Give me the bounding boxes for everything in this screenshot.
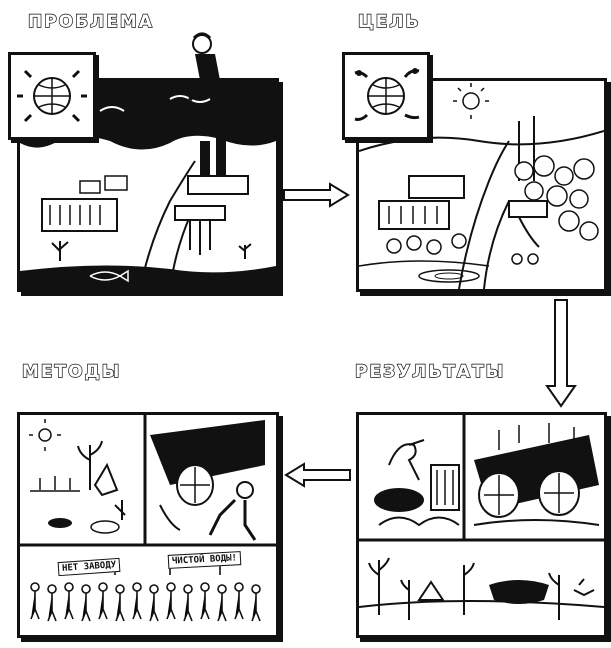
arrow-down-icon [545,299,577,408]
man-figure-icon [188,32,250,104]
clean-landscape-illustration [359,83,604,289]
methods-illustration [20,415,276,622]
panel-results [356,412,607,638]
title-problem: ПРОБЛЕМА [27,11,154,32]
title-methods: МЕТОДЫ [21,361,122,382]
panel-methods: НЕТ ЗАВОДУ ЧИСТОЙ ВОДЫ! [17,412,279,638]
arrow-left-icon [284,462,351,488]
inset-healthy-globe [342,52,430,140]
title-results: РЕЗУЛЬТАТЫ [354,361,506,382]
title-goal: ЦЕЛЬ [357,11,421,32]
arrow-right-icon [283,182,350,208]
healthy-globe-icon [354,68,420,121]
results-illustration [359,415,604,620]
inset-sick-globe [8,52,96,140]
sick-globe-icon [17,69,87,123]
